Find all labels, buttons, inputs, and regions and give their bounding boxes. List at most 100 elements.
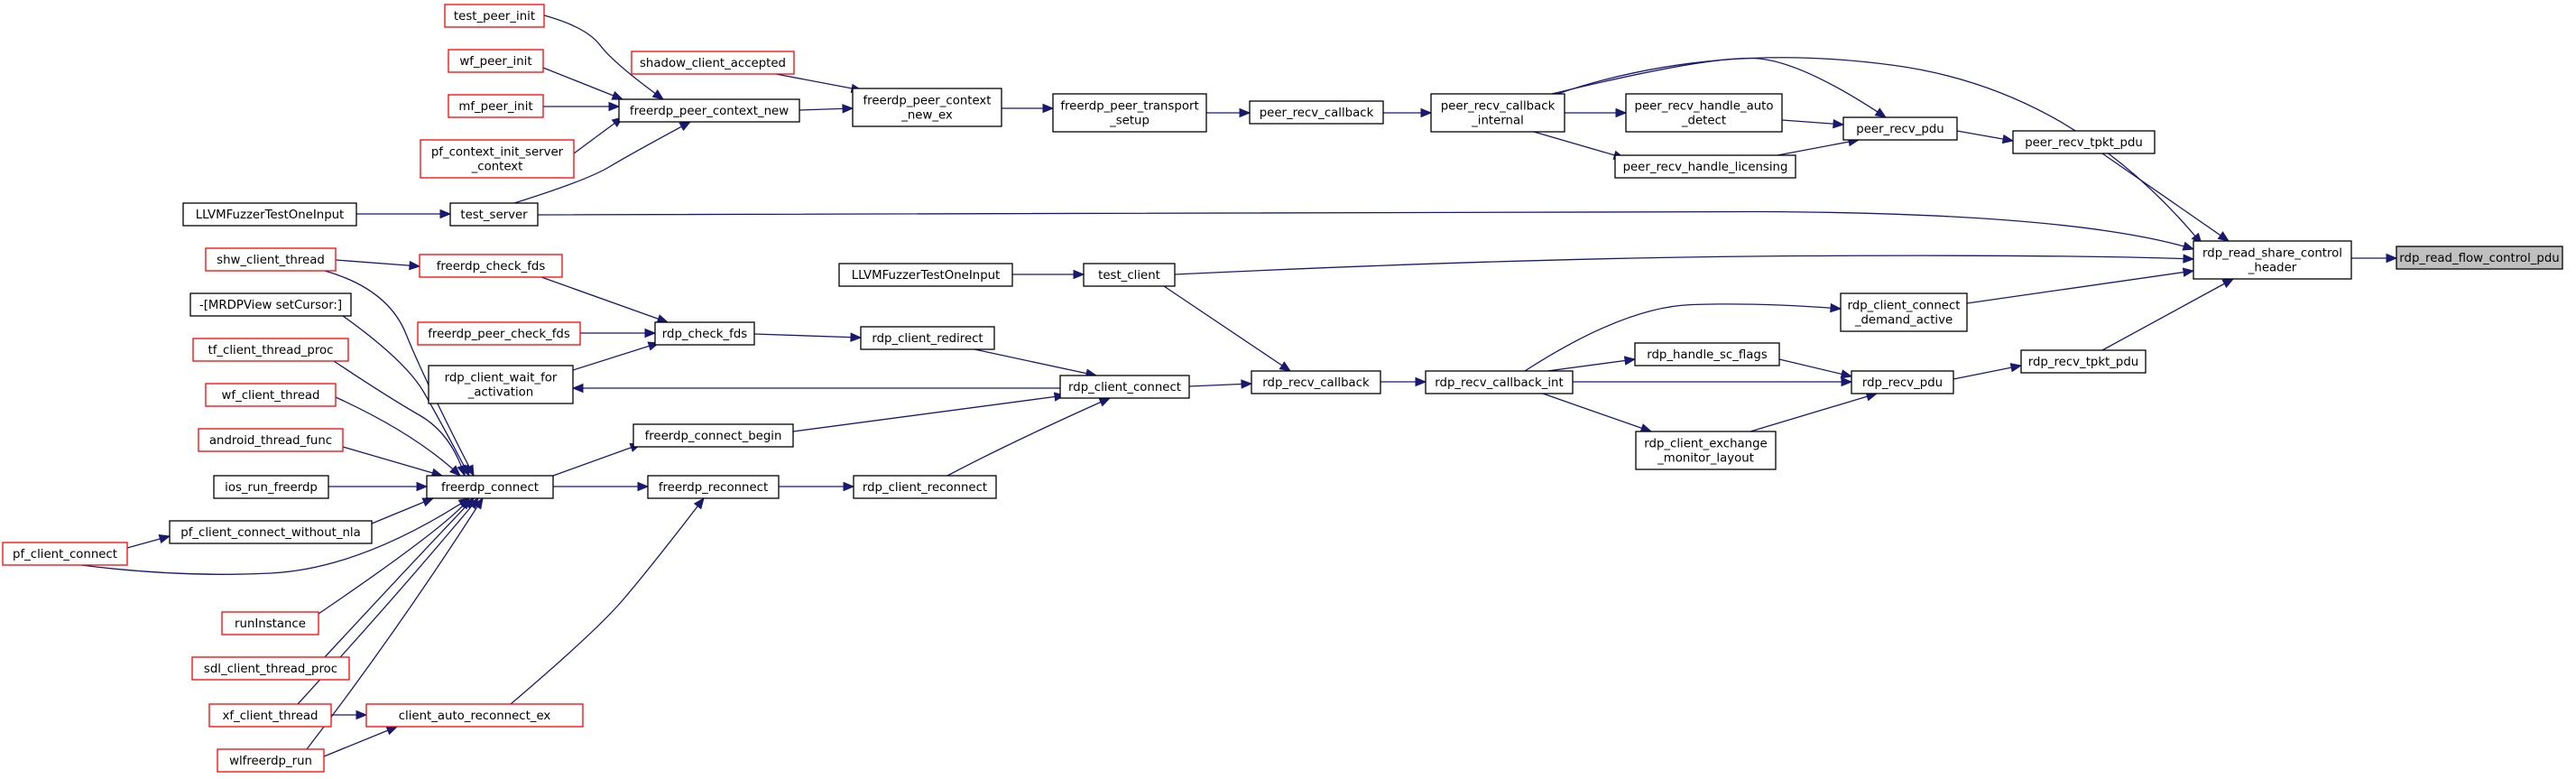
arrowhead [439,209,452,219]
nodes: rdp_read_flow_control_pdu rdp_read_share_… [2,4,2563,773]
node-test-client[interactable]: test_client [1083,263,1176,287]
node-freerdp-reconnect[interactable]: freerdp_reconnect [647,475,780,499]
node-box [2,542,128,566]
node-rdp-client-redirect[interactable]: rdp_client_redirect [860,326,995,350]
edge-peer_recv_callback_internal-to-peer_recv_pdu [1551,57,1888,118]
node-rdp-check-fds[interactable]: rdp_check_fds [654,321,755,346]
node-label: peer_recv_handle_licensing [1623,161,1788,174]
arrowhead [2009,363,2023,373]
node-label: freerdp_connect_begin [645,430,782,443]
node-box [838,263,1013,287]
edge-freerdp_connect_begin-to-rdp_client_connect [792,392,1066,432]
edge-rdp_read_share_control_header-to-rdp_read_flow_control_pdu [2351,253,2398,264]
edge-freerdp_connect-to-freerdp_connect_begin [552,442,642,477]
node-android-thread-func[interactable]: android_thread_func [198,428,344,452]
node-label: peer_recv_callback [1260,107,1374,120]
node-fuzzer-server[interactable]: LLVMFuzzerTestOneInput [182,202,357,227]
node-wlfreerdp-run[interactable]: wlfreerdp_run [217,748,325,773]
node-tf-client-thread-proc[interactable]: tf_client_thread_proc [192,338,349,362]
node-box [189,292,352,317]
node-label: wf_client_thread [222,389,320,403]
node-box [1614,154,1796,179]
node-ios-run-freerdp[interactable]: ios_run_freerdp [213,475,329,499]
edge-freerdp_reconnect-to-rdp_client_reconnect [779,481,855,492]
node-rdp-recv-callback[interactable]: rdp_recv_callback [1251,370,1381,394]
node-box [448,49,544,73]
node-box [1251,370,1381,394]
node-peer-recv-callback-internal[interactable]: peer_recv_callback_internal [1430,93,1565,133]
node-pf-client-connect-without-nla[interactable]: pf_client_connect_without_nla [169,520,373,544]
node-shw-client-thread[interactable]: shw_client_thread [205,247,337,272]
node-peer-recv-tpkt-pdu[interactable]: peer_recv_tpkt_pdu [2012,130,2156,154]
edge-freerdp_connect-to-freerdp_reconnect [553,481,650,492]
node-rdp-read-flow-control-pdu[interactable]: rdp_read_flow_control_pdu [2396,246,2563,270]
arrowhead [1279,361,1292,372]
node-rdp-handle-sc-flags[interactable]: rdp_handle_sc_flags [1634,342,1780,366]
node-freerdp-peer-context-new[interactable]: freerdp_peer_context_new [618,98,800,123]
node-freerdp-connect-begin[interactable]: freerdp_connect_begin [632,423,794,448]
node-label: shw_client_thread [217,254,325,267]
node-pf-client-connect[interactable]: pf_client_connect [2,542,128,566]
node-mrdpview-setcursor[interactable]: -[MRDPView setCursor:] [189,292,352,317]
node-rdp-client-reconnect[interactable]: rdp_client_reconnect [853,475,997,499]
node-rdp-client-exchange-monitor-layout[interactable]: rdp_client_exchange_monitor_layout [1635,431,1777,470]
arrowhead [1241,379,1253,389]
arrowhead [355,709,368,720]
node-rdp-client-connect[interactable]: rdp_client_connect [1059,375,1190,399]
node-xf-client-thread[interactable]: xf_client_thread [208,703,332,728]
node-peer-recv-handle-licensing[interactable]: peer_recv_handle_licensing [1614,154,1796,179]
node-label: rdp_handle_sc_flags [1647,348,1768,362]
node-label: _new_ex [900,109,953,123]
node-rdp-read-share-control-header[interactable]: rdp_read_share_control_header [2193,240,2352,280]
node-peer-recv-pdu[interactable]: peer_recv_pdu [1842,116,1958,141]
node-wf-peer-init[interactable]: wf_peer_init [448,49,544,73]
node-box [1059,375,1190,399]
node-box [198,428,344,452]
node-label: _demand_active [1854,314,1953,328]
edge-rdp_client_connect-to-rdp_recv_callback [1188,379,1253,389]
node-rdp-recv-callback-int[interactable]: rdp_recv_callback_int [1425,370,1574,394]
node-fuzzer-client[interactable]: LLVMFuzzerTestOneInput [838,263,1013,287]
edge-test_peer_init-to-freerdp_peer_context_new [543,14,665,100]
node-box [618,98,800,123]
node-test-server[interactable]: test_server [449,202,539,227]
node-runInstance[interactable]: runInstance [221,611,319,635]
node-mf-peer-init[interactable]: mf_peer_init [448,94,544,118]
node-freerdp-connect[interactable]: freerdp_connect [426,475,554,499]
edge-peer_recv_handle_auto_detect-to-peer_recv_pdu [1781,118,1845,129]
node-box [419,254,563,278]
node-peer-recv-callback[interactable]: peer_recv_callback [1249,100,1384,125]
edge-rdp_client_wait_for_activation-to-rdp_check_fds [572,341,660,371]
node-pf-context-init-server-context[interactable]: pf_context_init_server_context [420,139,575,179]
node-sdl-client-thread-proc[interactable]: sdl_client_thread_proc [191,656,350,681]
node-label: client_auto_reconnect_ex [399,709,551,723]
edge-rdp_recv_pdu-to-rdp_recv_tpkt_pdu [1953,363,2023,380]
arrowhead [473,496,484,510]
node-wf-client-thread[interactable]: wf_client_thread [205,383,337,407]
node-box [213,475,329,499]
node-rdp-recv-tpkt-pdu[interactable]: rdp_recv_tpkt_pdu [2020,349,2147,374]
edge-shw_client_thread-to-freerdp_check_fds [335,259,421,271]
arrowhead [2386,253,2398,264]
edge-rdp_recv_callback_int-to-rdp_client_exchange_monitor_layout [1542,393,1653,433]
node-freerdp-peer-context-new-ex[interactable]: freerdp_peer_context_new_ex [852,88,1002,127]
edge-fuzzer_server-to-test_server [356,209,452,219]
edge-rdp_client_reconnect-to-rdp_client_connect [946,397,1112,477]
node-rdp-client-connect-demand-active[interactable]: rdp_client_connect_demand_active [1840,292,1968,332]
node-freerdp-check-fds[interactable]: freerdp_check_fds [419,254,563,278]
node-rdp-recv-pdu[interactable]: rdp_recv_pdu [1851,370,1954,394]
node-freerdp-peer-transport-setup[interactable]: freerdp_peer_transport_setup [1052,93,1207,133]
edge-rdp_client_redirect-to-rdp_client_connect [974,348,1098,378]
node-test-peer-init[interactable]: test_peer_init [444,4,545,28]
node-label: test_server [460,209,528,222]
edge-peer_recv_callback-to-peer_recv_callback_internal [1383,107,1433,118]
node-label: rdp_client_redirect [872,332,983,346]
node-freerdp-peer-check-fds[interactable]: freerdp_peer_check_fds [417,321,581,346]
node-peer-recv-handle-auto-detect[interactable]: peer_recv_handle_auto_detect [1625,93,1783,133]
node-shadow-client-accepted[interactable]: shadow_client_accepted [631,51,795,75]
node-box [2012,130,2156,154]
node-rdp-client-wait-for-activation[interactable]: rdp_client_wait_for_activation [428,365,574,404]
node-box [448,94,544,118]
node-client-auto-reconnect-ex[interactable]: client_auto_reconnect_ex [365,703,584,728]
